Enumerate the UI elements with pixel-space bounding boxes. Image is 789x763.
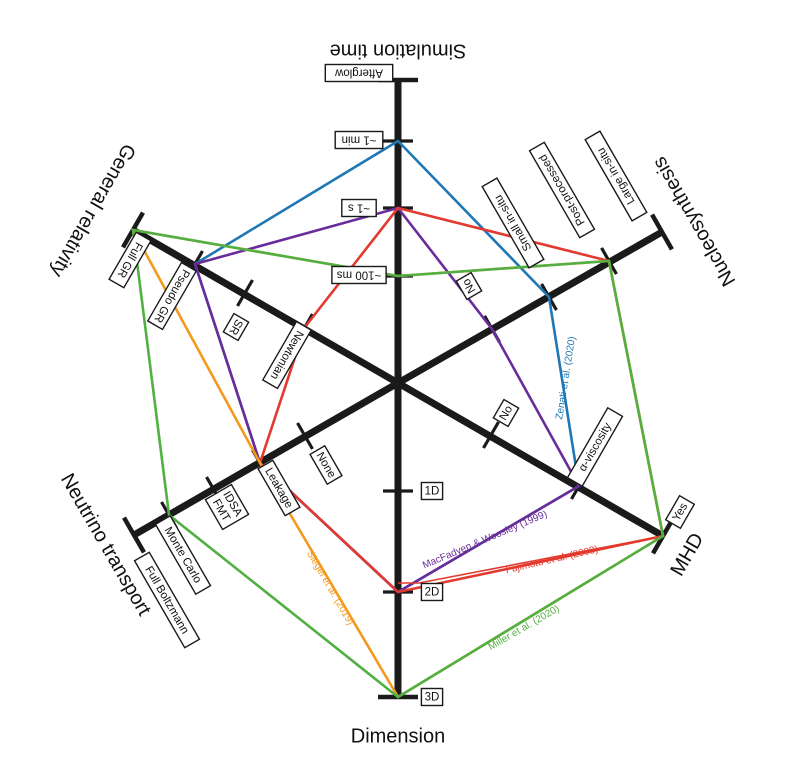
axis-endcap-nucleo	[650, 213, 674, 251]
tick-label-text: 1D	[425, 486, 440, 498]
tick-label-gr-sr: SR	[222, 312, 250, 342]
tick-label-nucleo-no: No	[455, 271, 483, 301]
tick-label-box	[492, 398, 520, 428]
tick-label-box	[420, 582, 444, 602]
tick-label-box	[257, 459, 301, 517]
tick-label-box	[133, 551, 201, 649]
tick-label-time-afterglow: Afterglow	[324, 63, 394, 83]
axis-line-gr	[131, 226, 400, 387]
tick-label-box	[331, 265, 387, 285]
series-label-miller-et-al-2020: Miller et al. (2020)	[487, 603, 562, 653]
axis-title-dim: Dimension	[351, 725, 445, 747]
tick-label-box	[334, 130, 384, 150]
tick-label-dim-2d: 2D	[420, 582, 444, 602]
series-line-macfadyen-woosley-1999	[193, 206, 581, 594]
tick-label-box	[420, 481, 444, 501]
tick-label-nucleo-large-in-situ: Large in-situ	[584, 130, 648, 222]
tick-label-text: Monte Carlo	[162, 525, 204, 585]
tick-label-time-1-s: ~1 s	[341, 198, 377, 218]
axes-layer	[121, 77, 675, 700]
tick-label-nu-leakage: Leakage	[257, 459, 301, 517]
tick-label-text: Post-processed	[537, 152, 587, 227]
tick-label-box	[528, 141, 596, 239]
series-label-fujimoto-et-al-2008: Fujimoto et al. (2008)	[505, 544, 600, 576]
axis-title-mhd: MHD	[666, 529, 708, 579]
axis-line-nu	[132, 379, 400, 539]
tick-label-box	[584, 130, 648, 222]
tick-label-box	[309, 444, 343, 486]
tick-label-box	[108, 231, 152, 289]
tick-label-gr-full-gr: Full GR	[108, 231, 152, 289]
tick-label-nucleo-post-processed: Post-processed	[528, 141, 596, 239]
tick-label-dim-3d: 3D	[420, 687, 444, 707]
axis-endcap-nu	[122, 516, 146, 554]
axis-tick-nu-0	[296, 422, 314, 450]
tick-label-mhd-yes: Yes	[664, 494, 696, 530]
tick-label-text: Large in-situ	[595, 145, 637, 206]
tick-label-nu-none: None	[309, 444, 343, 486]
tick-label-box	[455, 271, 483, 301]
tick-label-text: 2D	[425, 587, 440, 599]
tick-label-box	[154, 514, 212, 596]
tick-label-box	[222, 312, 250, 342]
tick-label-box	[566, 406, 624, 488]
tick-label-box	[341, 198, 377, 218]
tick-label-text: ~1 min	[342, 133, 377, 145]
tick-label-box	[664, 494, 696, 530]
axis-line-mhd	[396, 379, 665, 540]
tick-label-mhd-viscosity: α-viscosity	[566, 406, 624, 488]
tick-label-box	[324, 63, 394, 83]
axis-tick-mhd-0	[482, 421, 500, 449]
axis-title-nucleo: Nucleosynthesis	[648, 153, 740, 290]
series-leader-fujimoto-et-al-2008	[398, 535, 664, 584]
tick-label-dim-1d: 1D	[420, 481, 444, 501]
tick-label-box	[481, 177, 545, 269]
series-label-siegel-et-al-2019: Siegel et al. (2019)	[304, 549, 356, 627]
tick-label-nucleo-small-in-situ: Small in-situ	[481, 177, 545, 269]
tick-label-text: Afterglow	[334, 66, 383, 78]
tick-label-time-1-min: ~1 min	[334, 130, 384, 150]
tick-label-box	[204, 483, 250, 531]
tick-label-text: 3D	[425, 692, 440, 704]
tick-label-mhd-no: No	[492, 398, 520, 428]
tick-label-box	[261, 320, 313, 390]
tick-label-text: ~100 ms	[337, 268, 382, 280]
tick-label-time-100-ms: ~100 ms	[331, 265, 387, 285]
axis-line-nucleo	[396, 228, 664, 387]
series-line-miller-et-al-2020	[131, 228, 665, 699]
tick-label-text: ~1 s	[348, 201, 370, 213]
axis-title-time: Simulation time	[330, 40, 467, 62]
tick-label-box	[420, 687, 444, 707]
tick-label-box	[146, 261, 198, 331]
axis-tick-gr-1	[236, 279, 254, 307]
